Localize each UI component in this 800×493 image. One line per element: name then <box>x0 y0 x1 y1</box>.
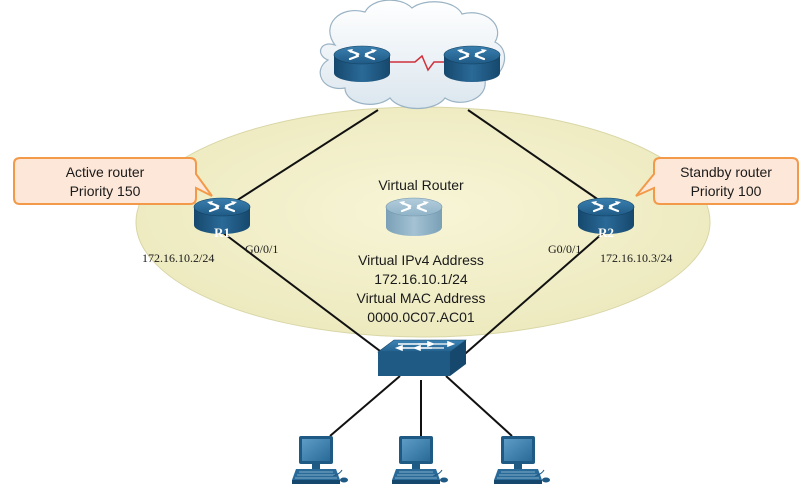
link-switch-pc3 <box>445 375 513 437</box>
virtual-mac-label: Virtual MAC Address <box>357 290 486 306</box>
active-callout-line1: Active router <box>66 164 145 180</box>
link-cloud-r2 <box>467 109 607 206</box>
r2-interface-label: G0/0/1 <box>548 242 581 256</box>
r2-ip-label: 172.16.10.3/24 <box>600 251 672 265</box>
virtual-mac-value: 0000.0C07.AC01 <box>367 309 475 325</box>
standby-callout-line1: Standby router <box>680 164 772 180</box>
standby-router-callout: Standby router Priority 100 <box>635 157 799 205</box>
virtual-router-icon <box>384 196 444 238</box>
router-icon <box>442 44 502 84</box>
router-r1-label: R1 <box>214 225 230 240</box>
pc-icon[interactable] <box>493 435 551 485</box>
virtual-ipv4-label: Virtual IPv4 Address <box>358 252 484 268</box>
router-r2-label: R2 <box>598 225 614 240</box>
router-icon <box>332 44 392 84</box>
standby-callout-line2: Priority 100 <box>691 183 762 199</box>
r1-ip-label: 172.16.10.2/24 <box>142 251 214 265</box>
links <box>221 109 607 437</box>
router-r2[interactable]: R2 <box>576 196 636 240</box>
r1-interface-label: G0/0/1 <box>245 242 278 256</box>
pc-icon[interactable] <box>391 435 449 485</box>
link-r2-switch <box>457 231 605 361</box>
link-switch-pc1 <box>329 375 401 437</box>
router-r1[interactable]: R1 <box>192 196 252 240</box>
pc-icon[interactable] <box>291 435 349 485</box>
virtual-ipv4-value: 172.16.10.1/24 <box>374 271 468 287</box>
active-router-callout: Active router Priority 150 <box>13 157 213 205</box>
virtual-router-title: Virtual Router <box>378 177 464 193</box>
switch-icon[interactable] <box>377 339 467 376</box>
link-r1-switch <box>221 231 393 361</box>
link-cloud-r1 <box>221 109 379 211</box>
active-callout-line2: Priority 150 <box>70 183 141 199</box>
wan-serial-link <box>390 54 444 72</box>
